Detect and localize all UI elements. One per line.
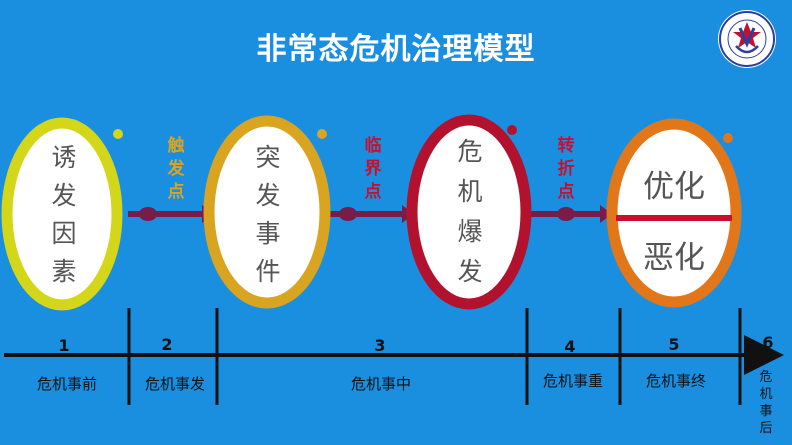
node-1-char-3: 因	[51, 219, 76, 248]
timeline: 1 2 3 4 5 6 危机事前 危机事发 危机事中 危机事重 危机事终 危 机…	[4, 308, 784, 436]
stage-5-number: 5	[668, 335, 679, 354]
connector-label-3-char-1: 转	[558, 135, 575, 156]
node-1-char-2: 发	[51, 181, 76, 210]
stage-6-char-2: 机	[759, 387, 772, 402]
stage-2-label: 危机事发	[145, 375, 205, 393]
connector-2	[328, 205, 414, 223]
page-title: 非常态危机治理模型	[256, 32, 536, 67]
stage-6-char-1: 危	[759, 370, 772, 385]
node-4: 优化 恶化	[606, 118, 742, 308]
connector-label-1-char-3: 点	[168, 181, 185, 202]
stage-4-label: 危机事重	[543, 372, 603, 390]
connector-label-2-char-3: 点	[365, 181, 382, 202]
node-2: 突 发 事 件	[203, 115, 331, 309]
connector-label-1-char-1: 触	[167, 135, 185, 156]
connector-label-3-char-3: 点	[558, 181, 575, 202]
node-2-char-3: 事	[255, 219, 280, 248]
node-3: 危 机 爆 发	[406, 114, 532, 310]
node-2-char-4: 件	[255, 257, 280, 286]
node-1-char-4: 素	[51, 257, 76, 286]
stage-3-label: 危机事中	[351, 375, 411, 393]
connector-label-1-char-2: 发	[167, 158, 186, 179]
connector-label-2-char-1: 临	[365, 135, 382, 156]
connector-1	[128, 205, 214, 223]
node-4-top-label: 优化	[643, 169, 705, 205]
connector-label-3-char-2: 折	[558, 158, 575, 179]
university-emblem-icon	[716, 8, 778, 70]
node-3-char-3: 爆	[457, 217, 482, 246]
connector-3	[530, 205, 612, 223]
stage-6-number: 6	[762, 333, 773, 352]
node-3-char-4: 发	[457, 257, 482, 286]
stage-6-char-4: 后	[759, 421, 772, 436]
node-2-char-1: 突	[255, 143, 280, 172]
stage-3-number: 3	[374, 336, 385, 355]
stage-6-char-3: 事	[759, 404, 772, 419]
stage-1-number: 1	[58, 336, 69, 355]
stage-2-number: 2	[161, 335, 172, 354]
node-3-char-2: 机	[457, 177, 482, 206]
stage-1-label: 危机事前	[37, 375, 97, 393]
node-3-char-1: 危	[457, 137, 482, 166]
node-1: 诱 发 因 素	[1, 117, 123, 311]
stage-5-label: 危机事终	[646, 372, 706, 390]
connector-label-2-char-2: 界	[365, 159, 382, 179]
stage-4-number: 4	[564, 337, 575, 356]
node-2-char-2: 发	[255, 181, 280, 210]
node-1-char-1: 诱	[51, 143, 76, 172]
node-4-bottom-label: 恶化	[643, 240, 705, 276]
